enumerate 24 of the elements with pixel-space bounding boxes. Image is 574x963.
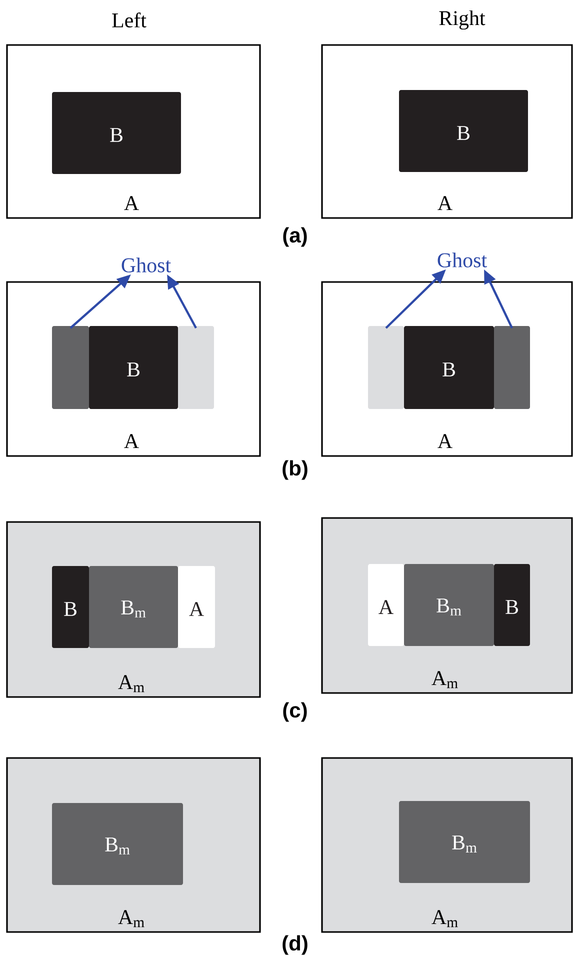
block: A — [368, 564, 404, 646]
ghost-label: Ghost — [122, 258, 171, 272]
block: B$_{m}$ — [89, 566, 178, 648]
strip — [178, 326, 214, 409]
block: B — [404, 326, 494, 409]
panel-label: (d) — [282, 935, 308, 955]
block: B — [89, 326, 178, 409]
strip — [494, 326, 530, 409]
block: B$_{m}$ — [404, 564, 494, 646]
block: B$_{m}$ — [399, 801, 530, 883]
strip — [368, 326, 404, 409]
block: B — [399, 90, 528, 172]
panel-label: (b) — [282, 460, 308, 480]
block: B — [494, 564, 530, 646]
panel-label: (a) — [283, 227, 307, 247]
block: B — [52, 92, 181, 174]
panel-label: (c) — [283, 702, 307, 722]
block: B$_{m}$ — [52, 803, 183, 885]
column-heading: Left — [112, 12, 146, 28]
ghost-label: Ghost — [438, 252, 487, 268]
block: A — [178, 566, 215, 648]
block: B — [52, 566, 89, 648]
column-heading: Right — [439, 10, 486, 30]
strip — [52, 326, 89, 409]
